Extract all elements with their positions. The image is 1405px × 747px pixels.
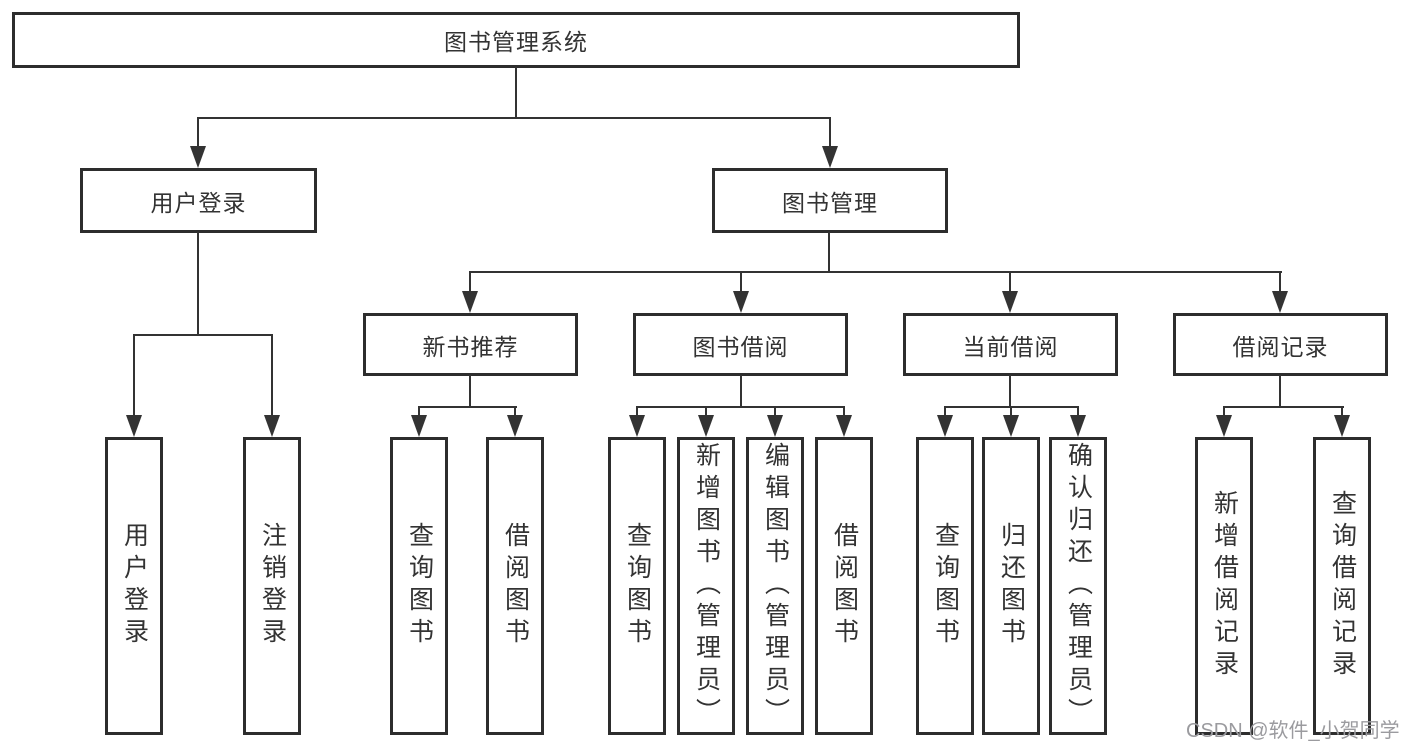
connector-line xyxy=(828,232,830,273)
node-new-book-recommendation: 新书推荐 xyxy=(363,313,578,376)
arrowhead-down-icon xyxy=(698,415,714,437)
leaf-query-books-current: 查询图书 xyxy=(916,437,974,735)
node-user-login-branch: 用户登录 xyxy=(80,168,317,233)
leaf-query-books-borrowing: 查询图书 xyxy=(608,437,666,735)
connector-line xyxy=(1009,375,1011,408)
connector-line xyxy=(740,375,742,408)
leaf-add-books-admin: 新增图书（管理员） xyxy=(677,437,735,735)
leaf-borrow-books-recommend: 借阅图书 xyxy=(486,437,544,735)
connector-line xyxy=(418,406,517,408)
connector-line xyxy=(740,271,742,293)
arrowhead-down-icon xyxy=(629,415,645,437)
connector-line xyxy=(133,334,135,416)
leaf-confirm-return-admin: 确认归还（管理员） xyxy=(1049,437,1107,735)
connector-line xyxy=(514,406,516,417)
arrowhead-down-icon xyxy=(1002,291,1018,313)
leaf-user-login: 用户登录 xyxy=(105,437,163,735)
node-current-borrowing: 当前借阅 xyxy=(903,313,1118,376)
node-borrowing-records: 借阅记录 xyxy=(1173,313,1388,376)
arrowhead-down-icon xyxy=(1003,415,1019,437)
leaf-query-borrow-record: 查询借阅记录 xyxy=(1313,437,1371,735)
node-library-management-system: 图书管理系统 xyxy=(12,12,1020,68)
arrowhead-down-icon xyxy=(822,146,838,168)
leaf-add-borrow-record: 新增借阅记录 xyxy=(1195,437,1253,735)
connector-line xyxy=(271,334,273,416)
connector-line xyxy=(1009,271,1011,293)
csdn-watermark: CSDN @软件_小贺同学 xyxy=(1186,720,1400,742)
connector-line xyxy=(1341,406,1343,417)
connector-line xyxy=(829,117,831,149)
connector-line xyxy=(418,406,420,417)
connector-line xyxy=(705,406,707,417)
connector-line xyxy=(1223,406,1225,417)
connector-line xyxy=(1279,271,1281,293)
arrowhead-down-icon xyxy=(836,415,852,437)
connector-line xyxy=(1279,375,1281,408)
arrowhead-down-icon xyxy=(937,415,953,437)
node-book-borrowing: 图书借阅 xyxy=(633,313,848,376)
connector-line xyxy=(843,406,845,417)
connector-line xyxy=(1223,406,1344,408)
arrowhead-down-icon xyxy=(1216,415,1232,437)
arrowhead-down-icon xyxy=(1272,291,1288,313)
leaf-logout: 注销登录 xyxy=(243,437,301,735)
arrowhead-down-icon xyxy=(733,291,749,313)
connector-line xyxy=(469,375,471,408)
connector-line xyxy=(1077,406,1079,417)
connector-line xyxy=(774,406,776,417)
connector-line xyxy=(944,406,946,417)
connector-line xyxy=(197,117,831,119)
connector-line xyxy=(197,117,199,149)
arrowhead-down-icon xyxy=(1070,415,1086,437)
arrowhead-down-icon xyxy=(507,415,523,437)
connector-line xyxy=(197,232,199,336)
arrowhead-down-icon xyxy=(264,415,280,437)
arrowhead-down-icon xyxy=(126,415,142,437)
arrowhead-down-icon xyxy=(767,415,783,437)
connector-line xyxy=(636,406,845,408)
node-book-management-branch: 图书管理 xyxy=(712,168,948,233)
connector-line xyxy=(1010,406,1012,417)
arrowhead-down-icon xyxy=(411,415,427,437)
leaf-query-books-recommend: 查询图书 xyxy=(390,437,448,735)
arrowhead-down-icon xyxy=(190,146,206,168)
connector-line xyxy=(636,406,638,417)
leaf-edit-books-admin: 编辑图书（管理员） xyxy=(746,437,804,735)
connector-line xyxy=(515,67,517,118)
leaf-borrow-books: 借阅图书 xyxy=(815,437,873,735)
connector-line xyxy=(469,271,471,293)
leaf-return-books: 归还图书 xyxy=(982,437,1040,735)
connector-line xyxy=(469,271,1282,273)
connector-line xyxy=(133,334,273,336)
arrowhead-down-icon xyxy=(1334,415,1350,437)
arrowhead-down-icon xyxy=(462,291,478,313)
